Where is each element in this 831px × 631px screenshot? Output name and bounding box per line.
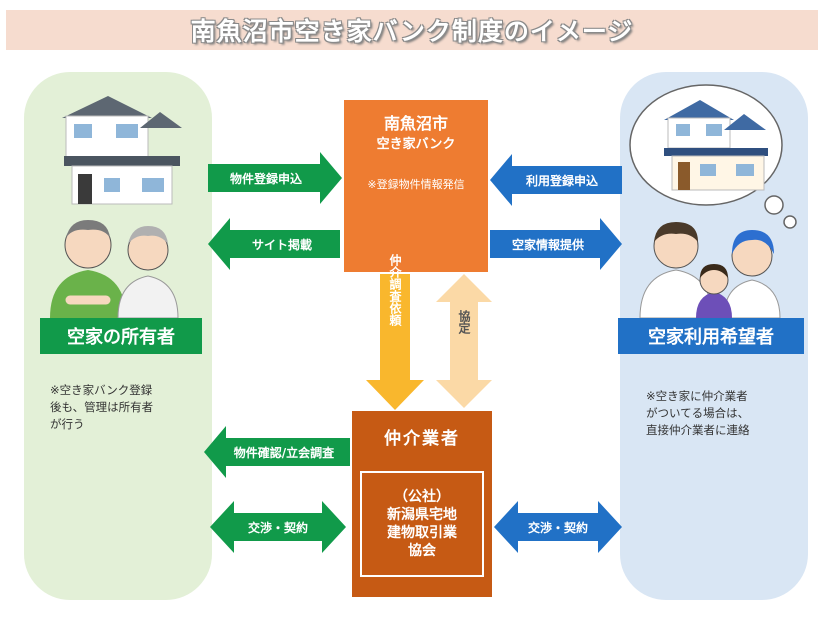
arrow-negotiation-owner-label: 交渉・契約 [248,520,308,535]
association-line: 協会 [408,543,436,559]
arrow-property-registration-label: 物件登録申込 [230,171,302,186]
arrow-vacancy-info-label: 空家情報提供 [512,237,584,252]
owner-note-line: ※空き家バンク登録 [50,383,153,397]
bank-box: 南魚沼市 空き家バンク ※登録物件情報発信 [344,100,488,272]
arrow-vacancy-info: 空家情報提供 [490,218,622,270]
arrow-user-registration: 利用登録申込 [490,154,622,206]
arrow-site-posting: サイト掲載 [208,218,340,270]
association-line: （公社） [394,489,450,505]
bank-title: 南魚沼市 [383,114,448,133]
owner-note-line: 後も、管理は所有者 [50,400,154,414]
page-title: 南魚沼市空き家バンク制度のイメージ [190,17,634,46]
seeker-label: 空家利用希望者 [618,318,804,354]
arrow-agreement: 協定 [436,274,492,408]
broker-box: 仲介業者 （公社） 新潟県宅地 建物取引業 協会 [352,411,492,597]
arrow-negotiation-seeker-label: 交渉・契約 [528,520,588,535]
seeker-note-line: がついてる場合は、 [646,406,750,420]
arrow-site-posting-label: サイト掲載 [252,237,312,252]
arrow-agreement-label: 協定 [457,309,471,335]
bank-note: ※登録物件情報発信 [367,178,465,191]
arrow-negotiation-seeker: 交渉・契約 [494,501,622,553]
arrow-negotiation-owner: 交渉・契約 [210,501,346,553]
broker-title: 仲介業者 [384,429,460,449]
arrow-user-registration-label: 利用登録申込 [526,173,598,188]
owner-note-line: が行う [50,417,85,431]
seeker-note: ※空き家に仲介業者 がついてる場合は、 直接仲介業者に連絡 [646,388,796,439]
owner-label: 空家の所有者 [40,318,202,354]
title-bar: 南魚沼市空き家バンク制度のイメージ [6,10,818,50]
arrow-property-check: 物件確認/立会調査 [204,426,350,478]
seeker-note-line: ※空き家に仲介業者 [646,389,748,403]
arrow-property-check-label: 物件確認/立会調査 [234,445,335,460]
owner-note: ※空き家バンク登録 後も、管理は所有者 が行う [50,382,200,433]
association-line: 新潟県宅地 [387,507,457,523]
arrow-brokerage-request: 仲介調査依頼 [366,253,424,410]
bank-subtitle: 空き家バンク [376,137,456,152]
seeker-note-line: 直接仲介業者に連絡 [646,423,750,437]
arrow-brokerage-request-label: 仲介調査依頼 [388,253,402,327]
association-box: （公社） 新潟県宅地 建物取引業 協会 [360,471,484,577]
association-line: 建物取引業 [387,525,457,541]
arrow-property-registration: 物件登録申込 [208,152,342,204]
